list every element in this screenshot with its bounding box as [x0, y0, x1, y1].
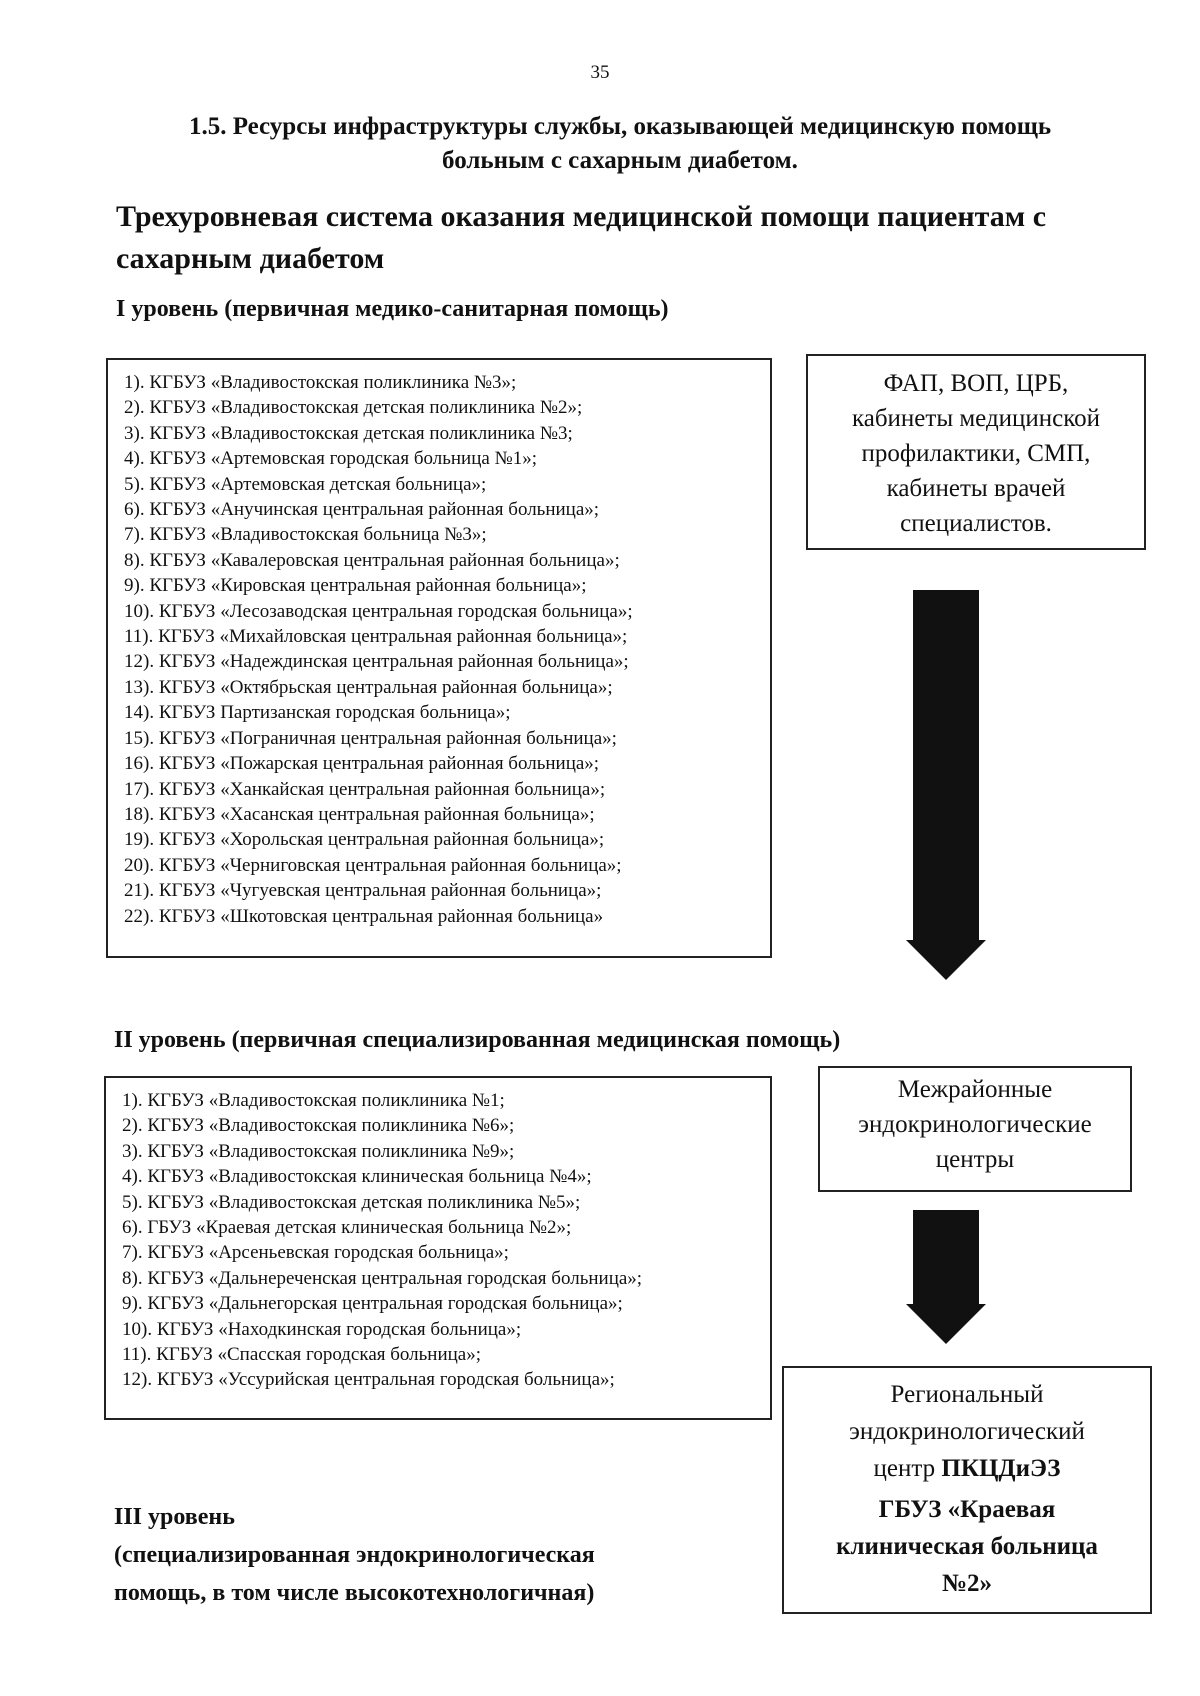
level1-institution-item: 1). КГБУЗ «Владивостокская поликлиника №…: [124, 372, 517, 393]
level1-institution-item: 14). КГБУЗ Партизанская городская больни…: [124, 702, 511, 724]
regional-line-1: Региональный: [890, 1381, 1044, 1408]
level2-institution-item: 2). КГБУЗ «Владивостокская поликлиника №…: [122, 1115, 515, 1137]
level1-institution-item: 20). КГБУЗ «Черниговская центральная рай…: [124, 854, 622, 876]
level1-institution-item: 9). КГБУЗ «Кировская центральная районна…: [124, 575, 587, 597]
level2-institution-item: 9). КГБУЗ «Дальнегорская центральная гор…: [122, 1293, 623, 1315]
level3-heading-line-1: III уровень: [114, 1504, 235, 1530]
level1-institution-item: 19). КГБУЗ «Хорольская центральная район…: [124, 829, 605, 851]
level1-institution-item: 6). КГБУЗ «Анучинская центральная районн…: [124, 499, 600, 521]
level1-institution-item: 10). КГБУЗ «Лесозаводская центральная го…: [124, 600, 633, 622]
regional-line-5: клиническая больница: [836, 1533, 1098, 1560]
regional-line-2: эндокринологический: [849, 1418, 1085, 1445]
level1-institution-item: 12). КГБУЗ «Надеждинская центральная рай…: [124, 651, 629, 673]
regional-line-6: №2»: [941, 1570, 993, 1597]
level3-heading-line-3: помощь, в том числе высокотехнологичная): [114, 1580, 595, 1606]
regional-line-3: центр ПКЦДиЭЗ: [784, 1450, 1150, 1487]
main-heading: Трехуровневая система оказания медицинск…: [116, 196, 1156, 280]
regional-endocrinology-center-box: Региональный эндокринологический центр П…: [782, 1366, 1152, 1614]
level1-institution-item: 15). КГБУЗ «Пограничная центральная райо…: [124, 727, 617, 749]
level3-heading-line-2: (специализированная эндокринологическая: [114, 1542, 595, 1568]
level1-institution-item: 2). КГБУЗ «Владивостокская детская полик…: [124, 397, 583, 419]
level1-institution-item: 22). КГБУЗ «Шкотовская центральная район…: [124, 905, 604, 927]
section-title-line-2: больным с сахарным диабетом.: [442, 147, 798, 174]
level2-institution-item: 7). КГБУЗ «Арсеньевская городская больни…: [122, 1242, 509, 1264]
level2-side-line-3: центры: [935, 1146, 1015, 1173]
level2-side-line-2: эндокринологические: [858, 1111, 1092, 1138]
level2-institution-item: 4). КГБУЗ «Владивостокская клиническая б…: [122, 1166, 592, 1188]
level1-institution-item: 7). КГБУЗ «Владивостокская больница №3»;: [124, 524, 487, 546]
level1-heading: I уровень (первичная медико-санитарная п…: [116, 296, 669, 322]
level2-institution-item: 5). КГБУЗ «Владивостокская детская полик…: [122, 1191, 581, 1213]
level1-institutions-list: 1). КГБУЗ «Владивостокская поликлиника №…: [124, 370, 770, 929]
level2-institution-item: 1). КГБУЗ «Владивостокская поликлиника №…: [122, 1090, 505, 1111]
level1-institution-item: 13). КГБУЗ «Октябрьская центральная райо…: [124, 676, 613, 698]
main-heading-line-1: Трехуровневая система оказания медицинск…: [116, 200, 1047, 233]
level1-service-types-box: ФАП, ВОП, ЦРБ, кабинеты медицинской проф…: [806, 354, 1146, 550]
level1-institution-item: 4). КГБУЗ «Артемовская городская больниц…: [124, 448, 537, 470]
down-arrow-1-shaft: [913, 590, 979, 940]
level2-institution-item: 6). ГБУЗ «Краевая детская клиническая бо…: [122, 1217, 572, 1239]
level2-institution-item: 10). КГБУЗ «Находкинская городская больн…: [122, 1318, 522, 1340]
down-arrow-1-head: [906, 940, 986, 980]
down-arrow-2-head: [906, 1304, 986, 1344]
level1-institution-item: 5). КГБУЗ «Артемовская детская больница»…: [124, 473, 487, 495]
level1-side-line-4: кабинеты врачей: [886, 475, 1066, 502]
level2-heading: II уровень (первичная специализированная…: [114, 1027, 841, 1053]
level1-institution-item: 11). КГБУЗ «Михайловская центральная рай…: [124, 626, 628, 648]
section-title: 1.5. Ресурсы инфраструктуры службы, оказ…: [100, 110, 1140, 178]
down-arrow-2-icon: [906, 1210, 986, 1344]
level1-institutions-box: 1). КГБУЗ «Владивостокская поликлиника №…: [106, 358, 772, 958]
level2-institution-item: 3). КГБУЗ «Владивостокская поликлиника №…: [122, 1140, 515, 1162]
main-heading-line-2: сахарным диабетом: [116, 242, 385, 275]
level1-institution-item: 17). КГБУЗ «Ханкайская центральная район…: [124, 778, 606, 800]
level2-side-line-1: Межрайонные: [897, 1076, 1053, 1103]
level1-institution-item: 8). КГБУЗ «Кавалеровская центральная рай…: [124, 549, 620, 571]
level2-institution-item: 8). КГБУЗ «Дальнереченская центральная г…: [122, 1267, 643, 1289]
level2-interdistrict-centers-box: Межрайонные эндокринологические центры: [818, 1066, 1132, 1192]
down-arrow-2-shaft: [913, 1210, 979, 1304]
level2-institution-item: 12). КГБУЗ «Уссурийская центральная горо…: [122, 1369, 615, 1391]
level1-side-line-1: ФАП, ВОП, ЦРБ,: [883, 370, 1069, 397]
regional-line-3-plain: центр: [873, 1455, 942, 1482]
regional-line-4: ГБУЗ «Краевая: [878, 1496, 1056, 1523]
section-title-line-1: 1.5. Ресурсы инфраструктуры службы, оказ…: [188, 113, 1052, 140]
level1-institution-item: 16). КГБУЗ «Пожарская центральная районн…: [124, 753, 600, 775]
level3-heading: III уровень (специализированная эндокрин…: [114, 1498, 595, 1612]
level1-institution-item: 21). КГБУЗ «Чугуевская центральная район…: [124, 880, 602, 902]
level1-institution-item: 18). КГБУЗ «Хасанская центральная районн…: [124, 803, 595, 825]
regional-center-abbreviation: ПКЦДиЭЗ: [941, 1455, 1061, 1482]
level2-institution-item: 11). КГБУЗ «Спасская городская больница»…: [122, 1344, 482, 1366]
level1-side-line-2: кабинеты медицинской: [851, 405, 1101, 432]
page-number: 35: [590, 62, 610, 83]
level1-side-line-5: специалистов.: [900, 510, 1052, 537]
level1-institution-item: 3). КГБУЗ «Владивостокская детская полик…: [124, 422, 573, 444]
level2-institutions-list: 1). КГБУЗ «Владивостокская поликлиника №…: [122, 1088, 770, 1393]
down-arrow-1-icon: [906, 590, 986, 980]
level2-institutions-box: 1). КГБУЗ «Владивостокская поликлиника №…: [104, 1076, 772, 1420]
level1-side-line-3: профилактики, СМП,: [861, 440, 1091, 467]
